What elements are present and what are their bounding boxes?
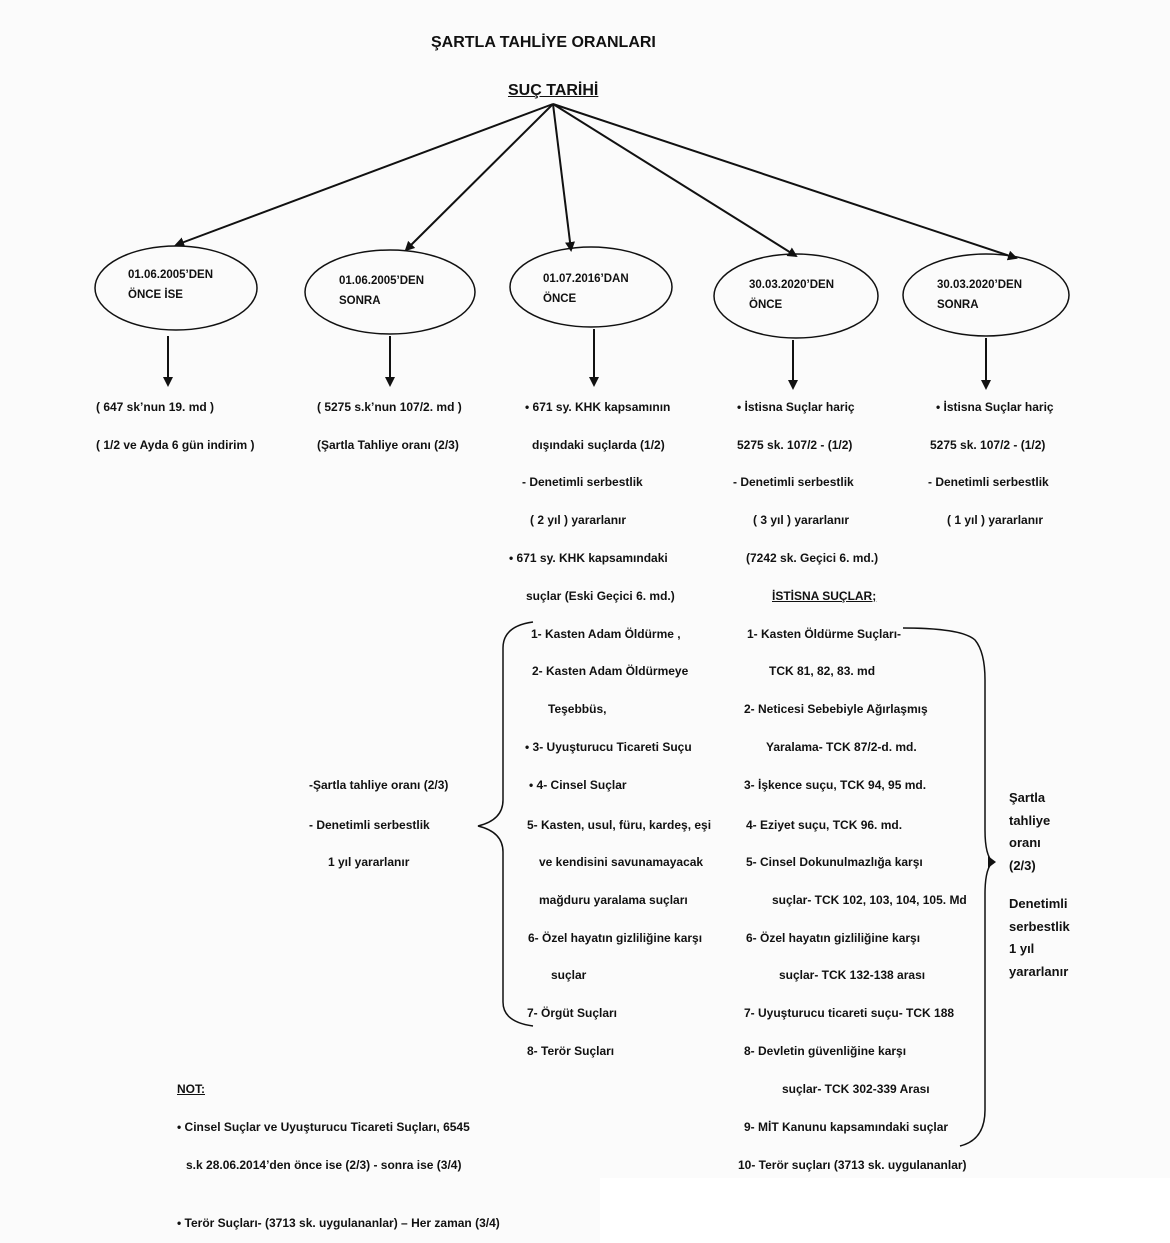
- col4-exception-8: suçlar- TCK 102, 103, 104, 105. Md: [772, 893, 967, 907]
- col4-exception-3: 2- Neticesi Sebebiyle Ağırlaşmış: [744, 702, 928, 716]
- note-line-3: • Terör Suçları- (3713 sk. uygulananlar)…: [177, 1216, 500, 1230]
- col4-line-5: (7242 sk. Geçici 6. md.): [746, 551, 879, 565]
- col5-line-3: - Denetimli serbestlik: [928, 475, 1049, 489]
- node-4-line-2: ÖNCE: [749, 299, 783, 311]
- note-line-2: s.k 28.06.2014’den önce ise (2/3) - sonr…: [186, 1158, 462, 1172]
- right-brace-line-1: Şartla: [1009, 790, 1046, 805]
- col4-line-4: ( 3 yıl ) yararlanır: [753, 513, 850, 527]
- node-4-line-1: 30.03.2020’DEN: [749, 279, 835, 291]
- right-brace-line-9: yararlanır: [1009, 963, 1069, 979]
- arrow-to-node-2: [404, 103, 554, 252]
- col4-exception-13: suçlar- TCK 302-339 Arası: [782, 1082, 930, 1096]
- col4-exception-12: 8- Devletin güvenliğine karşı: [744, 1044, 907, 1058]
- right-brace-spacer: [1009, 877, 1089, 893]
- blank-area: [600, 1178, 1170, 1243]
- col4-exception-5: 3- İşkence suçu, TCK 94, 95 md.: [744, 778, 927, 792]
- node-2-ellipse: [304, 249, 476, 335]
- arrow-to-node-1: [174, 103, 554, 247]
- col4-exception-2: TCK 81, 82, 83. md: [769, 664, 876, 678]
- node-4-label: 30.03.2020’DEN ÖNCE: [749, 275, 834, 315]
- col1-line-1: ( 647 sk’nun 19. md ): [96, 400, 215, 414]
- col3-exception-8: mağduru yaralama suçları: [539, 893, 688, 907]
- root-arrows: [174, 103, 1018, 261]
- right-brace-arrow-icon: [988, 856, 996, 868]
- col4-exception-4: Yaralama- TCK 87/2-d. md.: [766, 740, 917, 754]
- node-1-line-1: 01.06.2005’DEN: [128, 269, 214, 281]
- col3-line-5: • 671 sy. KHK kapsamındaki: [509, 551, 668, 565]
- node-3-line-1: 01.07.2016’DAN: [543, 273, 629, 285]
- col3-exception-10: suçlar: [551, 968, 587, 982]
- col3-exception-1: 1- Kasten Adam Öldürme ,: [531, 627, 681, 641]
- node-1-line-2: ÖNCE İSE: [128, 289, 183, 301]
- right-brace-text: Şartla tahliye oranı (2/3) Denetimli ser…: [1009, 787, 1089, 983]
- col3-exception-6: 5- Kasten, usul, füru, kardeş, eşi: [527, 818, 712, 832]
- col4-exception-14: 9- MİT Kanunu kapsamındaki suçlar: [744, 1120, 949, 1134]
- arrow-to-node-4: [552, 103, 798, 258]
- note-line-1: • Cinsel Suçlar ve Uyuşturucu Ticareti S…: [177, 1120, 470, 1134]
- col1-line-2: ( 1/2 ve Ayda 6 gün indirim ): [96, 438, 255, 452]
- col3-line-3: - Denetimli serbestlik: [522, 475, 643, 489]
- col3-exception-11: 7- Örgüt Suçları: [527, 1006, 618, 1020]
- col3-exception-9: 6- Özel hayatın gizliliğine karşı: [528, 931, 703, 945]
- left-brace-line-3: 1 yıl yararlanır: [328, 855, 410, 869]
- right-brace-line-4: (2/3): [1009, 857, 1036, 873]
- right-brace: [902, 627, 995, 1147]
- col4-exception-1: 1- Kasten Öldürme Suçları-: [747, 627, 902, 641]
- node-2-label: 01.06.2005’DEN SONRA: [339, 271, 424, 311]
- note-title: NOT:: [177, 1082, 205, 1096]
- col5-line-4: ( 1 yıl ) yararlanır: [947, 513, 1044, 527]
- col2-line-1: ( 5275 s.k’nun 107/2. md ): [317, 400, 462, 414]
- col5-line-2: 5275 sk. 107/2 - (1/2): [930, 438, 1046, 452]
- node-1-label: 01.06.2005’DEN ÖNCE İSE: [128, 265, 213, 305]
- node-3-line-2: ÖNCE: [543, 293, 577, 305]
- node-2-line-1: 01.06.2005’DEN: [339, 275, 425, 287]
- col4-line-6: İSTİSNA SUÇLAR;: [772, 589, 877, 603]
- right-brace-line-2: tahliye: [1009, 812, 1051, 828]
- root-label: SUÇ TARİHİ: [508, 82, 599, 99]
- col3-exception-4: • 3- Uyuşturucu Ticareti Suçu: [525, 740, 692, 754]
- col4-exception-9: 6- Özel hayatın gizliliğine karşı: [746, 931, 921, 945]
- node-5-ellipse: [902, 253, 1070, 337]
- col4-exception-6: 4- Eziyet suçu, TCK 96. md.: [746, 818, 903, 832]
- col4-line-3: - Denetimli serbestlik: [733, 475, 854, 489]
- node-1-ellipse: [94, 245, 258, 331]
- node-5-line-1: 30.03.2020’DEN: [937, 279, 1023, 291]
- col5-line-1: • İstisna Suçlar hariç: [936, 400, 1054, 414]
- node-3-ellipse: [509, 246, 673, 328]
- left-brace: [477, 621, 534, 1027]
- col3-line-4: ( 2 yıl ) yararlanır: [530, 513, 627, 527]
- page-title: ŞARTLA TAHLİYE ORANLARI: [431, 34, 656, 51]
- node-2-line-2: SONRA: [339, 295, 381, 307]
- col2-line-2: (Şartla Tahliye oranı (2/3): [317, 438, 459, 452]
- col3-exception-3: Teşebbüs,: [548, 702, 607, 716]
- node-4-ellipse: [713, 253, 879, 339]
- node-3-label: 01.07.2016’DAN ÖNCE: [543, 269, 629, 309]
- col3-exception-5: • 4- Cinsel Suçlar: [529, 778, 627, 792]
- col4-line-1: • İstisna Suçlar hariç: [737, 400, 855, 414]
- right-brace-line-8: 1 yıl: [1009, 941, 1035, 956]
- right-brace-line-6: Denetimli: [1009, 896, 1068, 911]
- node-5-label: 30.03.2020’DEN SONRA: [937, 275, 1022, 315]
- right-brace-line-7: serbestlik: [1009, 918, 1070, 934]
- down-arrows: [163, 329, 991, 390]
- col3-line-2: dışındaki suçlarda (1/2): [532, 438, 665, 452]
- left-brace-line-1: -Şartla tahliye oranı (2/3): [309, 778, 449, 792]
- col3-exception-12: 8- Terör Suçları: [527, 1044, 615, 1058]
- arrow-to-node-3: [552, 103, 575, 252]
- col3-exception-7: ve kendisini savunamayacak: [539, 855, 704, 869]
- col4-exception-10: suçlar- TCK 132-138 arası: [779, 968, 926, 982]
- col4-line-2: 5275 sk. 107/2 - (1/2): [737, 438, 853, 452]
- date-nodes: [94, 245, 1070, 339]
- node-5-line-2: SONRA: [937, 299, 979, 311]
- arrow-to-node-5: [552, 103, 1018, 261]
- col4-exception-7: 5- Cinsel Dokunulmazlığa karşı: [746, 855, 923, 869]
- col3-line-1: • 671 sy. KHK kapsamının: [525, 400, 671, 414]
- right-brace-line-3: oranı: [1009, 835, 1041, 850]
- col4-exception-15: 10- Terör suçları (3713 sk. uygulananlar…: [738, 1158, 967, 1172]
- col3-exception-2: 2- Kasten Adam Öldürmeye: [532, 664, 689, 678]
- col3-line-6: suçlar (Eski Geçici 6. md.): [526, 589, 675, 603]
- left-brace-line-2: - Denetimli serbestlik: [309, 818, 430, 832]
- col4-exception-11: 7- Uyuşturucu ticareti suçu- TCK 188: [744, 1006, 955, 1020]
